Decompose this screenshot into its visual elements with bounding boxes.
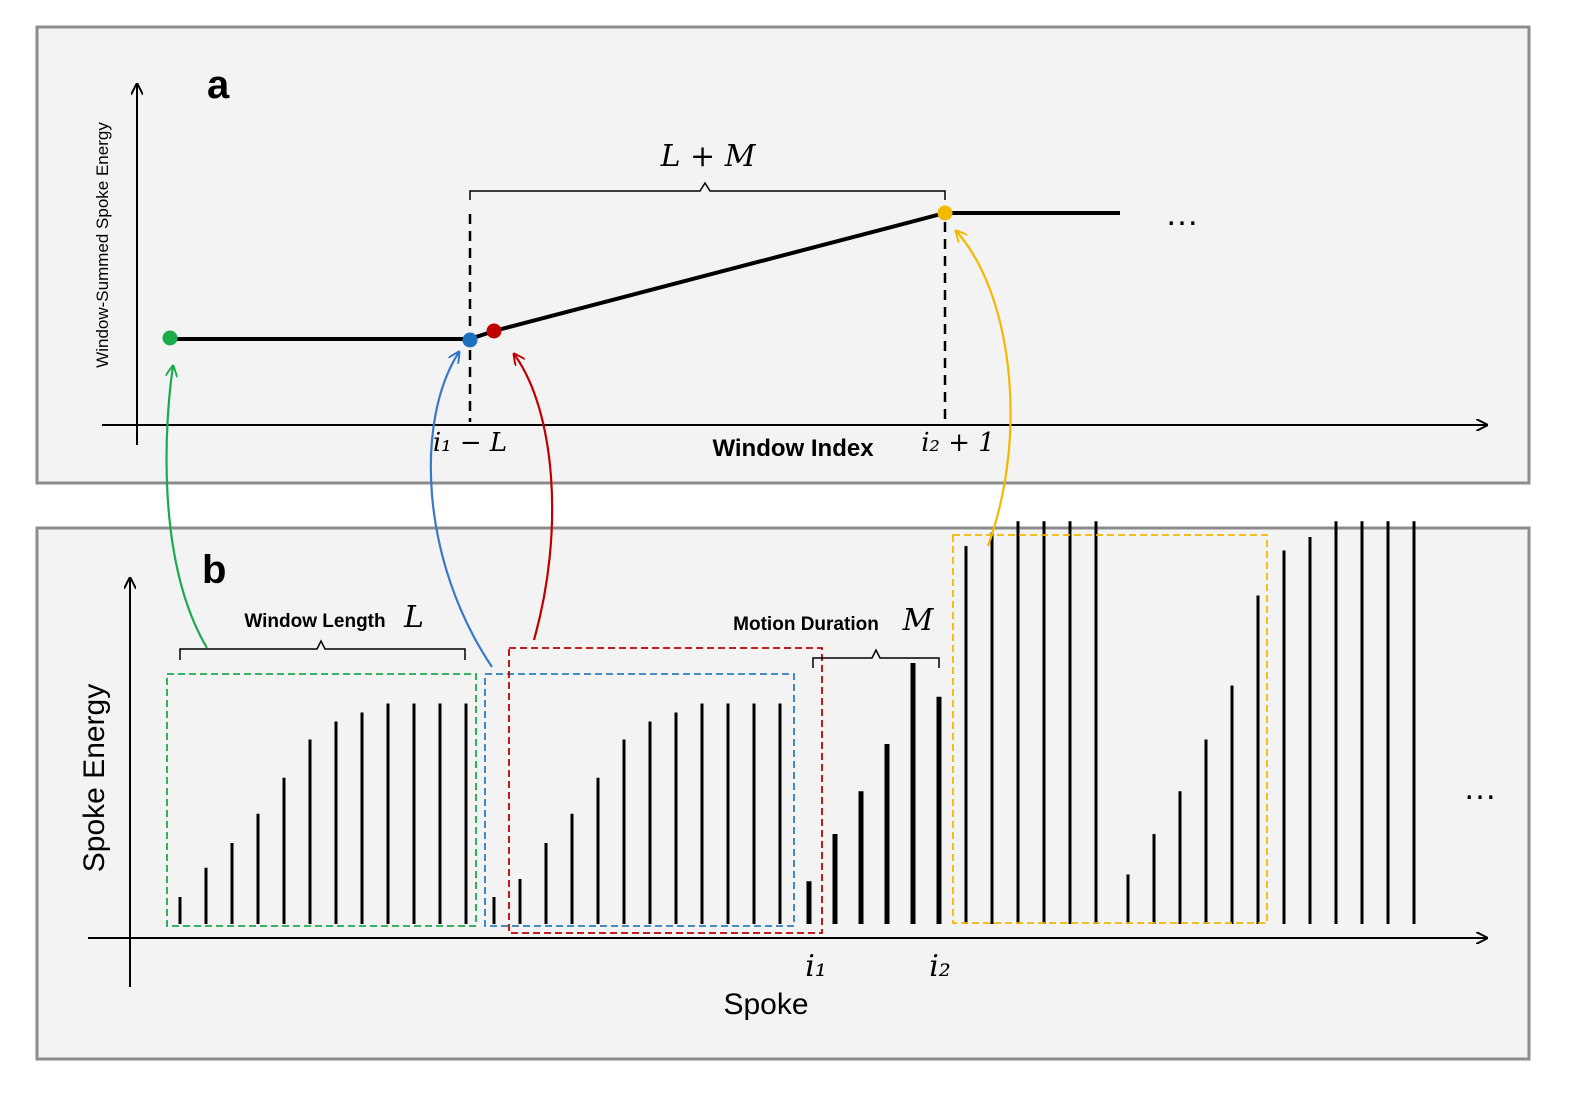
panel-b-spokes — [178, 521, 1416, 924]
panel-a-y-label: Window-Summed Spoke Energy — [93, 122, 112, 368]
panel-a-bracket — [469, 181, 946, 200]
panel-a-point-red — [486, 323, 502, 339]
panel-a-letter: a — [207, 63, 230, 107]
panel-a-bracket-label: L + M — [660, 139, 757, 174]
window-box-blue — [484, 673, 795, 927]
tick-i1: i₁ — [805, 949, 827, 984]
tick-i2: i₂ — [929, 949, 951, 984]
panel-a-ellipsis: … — [1165, 195, 1199, 233]
window-box-yellow — [952, 534, 1268, 924]
panel-a-tick-right: i₂ + 1 — [921, 428, 995, 458]
arrow-green — [165, 366, 208, 649]
panel-a-point-yellow — [937, 205, 953, 221]
panel-b-ellipsis: … — [1463, 769, 1497, 807]
panel-a-tick-left: i₁ − L — [433, 428, 507, 458]
panel-a-point-blue — [462, 332, 478, 348]
motion-duration-label: Motion Duration — [733, 614, 879, 635]
panel-b-y-label: Spoke Energy — [78, 684, 111, 872]
panel-b-letter: b — [202, 548, 226, 592]
panel-a-x-label: Window Index — [712, 435, 874, 462]
window-box-red — [508, 647, 823, 934]
arrow-yellow — [956, 231, 1012, 547]
motion-duration-bracket — [812, 648, 940, 668]
panel-a-point-green — [162, 330, 178, 346]
panel-b-frame — [35, 526, 1531, 1061]
motion-duration-symbol: M — [902, 603, 935, 638]
window-length-symbol: L — [403, 600, 424, 635]
arrow-blue — [429, 352, 493, 668]
window-box-green — [166, 673, 477, 927]
arrow-red — [514, 354, 554, 641]
window-length-label: Window Length — [244, 611, 385, 632]
window-length-bracket — [179, 639, 466, 660]
panel-b-x-label: Spoke — [723, 988, 808, 1021]
